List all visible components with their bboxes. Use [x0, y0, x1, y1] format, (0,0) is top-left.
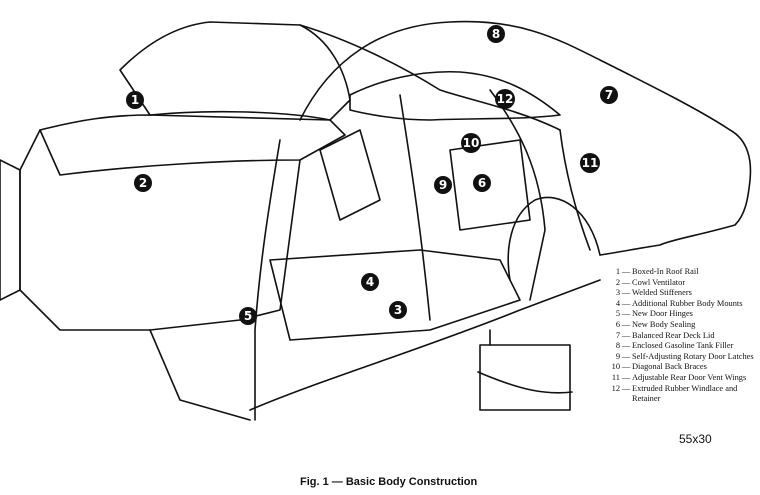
legend-item: 9—Self-Adjusting Rotary Door Latches — [608, 352, 758, 363]
inset-seal — [477, 371, 573, 394]
windlace-strip — [489, 89, 546, 301]
badge-5: 5 — [239, 307, 257, 325]
rear-body-outline — [299, 20, 752, 256]
legend-number: 6 — [615, 319, 620, 329]
legend-number: 5 — [615, 309, 620, 319]
svg-text:4: 4 — [366, 275, 374, 289]
legend-item: 6—New Body Sealing — [608, 320, 758, 331]
badge-8: 8 — [487, 25, 505, 43]
legend-item: 8—Enclosed Gasoline Tank Filler — [608, 341, 758, 352]
legend-number: 11 — [611, 372, 620, 382]
legend-item: 4—Additional Rubber Body Mounts — [608, 299, 758, 310]
badge-4: 4 — [361, 273, 379, 291]
svg-text:10: 10 — [463, 136, 480, 150]
cowl — [39, 114, 346, 176]
legend-label: Enclosed Gasoline Tank Filler — [632, 341, 734, 351]
legend-item: 7—Balanced Rear Deck Lid — [608, 331, 758, 342]
c-pillar — [559, 129, 591, 251]
legend-item: 11—Adjustable Rear Door Vent Wings — [608, 373, 758, 384]
badge-6: 6 — [473, 174, 491, 192]
legend-number: 1 — [615, 267, 620, 276]
seat-frame — [319, 129, 381, 221]
badge-2: 2 — [134, 174, 152, 192]
svg-text:11: 11 — [582, 156, 599, 170]
svg-text:8: 8 — [492, 27, 500, 41]
svg-text:9: 9 — [439, 178, 447, 192]
svg-text:2: 2 — [139, 176, 147, 190]
legend-label: Welded Stiffeners — [632, 288, 692, 298]
badge-7: 7 — [600, 86, 618, 104]
legend-item: 1—Boxed-In Roof Rail — [608, 267, 758, 278]
legend-number: 8 — [615, 341, 620, 351]
legend-label: Extruded Rubber Windlace and Retainer — [632, 383, 738, 404]
badge-12: 12 — [495, 89, 515, 109]
front-inner-panel — [0, 159, 21, 301]
legend-number: 4 — [615, 298, 620, 308]
legend-label: Cowl Ventilator — [632, 277, 686, 287]
legend-label: New Door Hinges — [632, 309, 693, 319]
svg-text:7: 7 — [605, 88, 613, 102]
svg-text:5: 5 — [244, 309, 252, 323]
badge-3: 3 — [389, 301, 407, 319]
legend-number: 9 — [615, 351, 620, 361]
legend: 1—Boxed-In Roof Rail 2—Cowl Ventilator 3… — [608, 267, 758, 405]
legend-label: Self-Adjusting Rotary Door Latches — [632, 351, 754, 361]
b-pillar — [399, 94, 431, 321]
legend-label: Diagonal Back Braces — [632, 362, 707, 372]
legend-label: Adjustable Rear Door Vent Wings — [632, 372, 747, 382]
legend-label: Balanced Rear Deck Lid — [632, 330, 715, 340]
svg-text:3: 3 — [394, 303, 402, 317]
legend-label: New Body Sealing — [632, 319, 696, 329]
legend-number: 10 — [611, 362, 620, 372]
legend-item: 3—Welded Stiffeners — [608, 288, 758, 299]
windshield-frame — [119, 21, 351, 121]
lower-body — [149, 329, 251, 421]
badge-1: 1 — [126, 91, 144, 109]
badge-9: 9 — [434, 176, 452, 194]
legend-item: 2—Cowl Ventilator — [608, 278, 758, 289]
legend-number: 2 — [615, 277, 620, 287]
rear-wheel-arch — [507, 196, 601, 281]
svg-text:1: 1 — [131, 93, 139, 107]
floor-pan — [269, 249, 521, 341]
badge-11: 11 — [580, 153, 600, 173]
badge-10: 10 — [461, 133, 481, 153]
legend-item: 10—Diagonal Back Braces — [608, 362, 758, 373]
figure-caption: Fig. 1 — Basic Body Construction — [300, 476, 478, 488]
a-pillar — [254, 139, 281, 421]
roof-rail — [299, 24, 561, 131]
legend-item: 12—Extruded Rubber Windlace and Retainer — [608, 384, 758, 405]
legend-label: Additional Rubber Body Mounts — [632, 298, 743, 308]
inset-panel — [479, 344, 571, 411]
rear-window — [349, 70, 561, 121]
rear-seat-frame — [449, 139, 531, 231]
svg-text:12: 12 — [497, 92, 514, 106]
legend-number: 12 — [611, 383, 620, 393]
figure-code: 55x30 — [679, 432, 712, 446]
callout-badges: 1 2 3 4 5 6 7 8 9 10 11 12 — [126, 25, 618, 325]
legend-number: 3 — [615, 288, 620, 298]
legend-number: 7 — [615, 330, 620, 340]
legend-label: Boxed-In Roof Rail — [632, 267, 699, 276]
legend-item: 5—New Door Hinges — [608, 309, 758, 320]
svg-text:6: 6 — [478, 176, 486, 190]
rocker-sill — [249, 279, 601, 411]
